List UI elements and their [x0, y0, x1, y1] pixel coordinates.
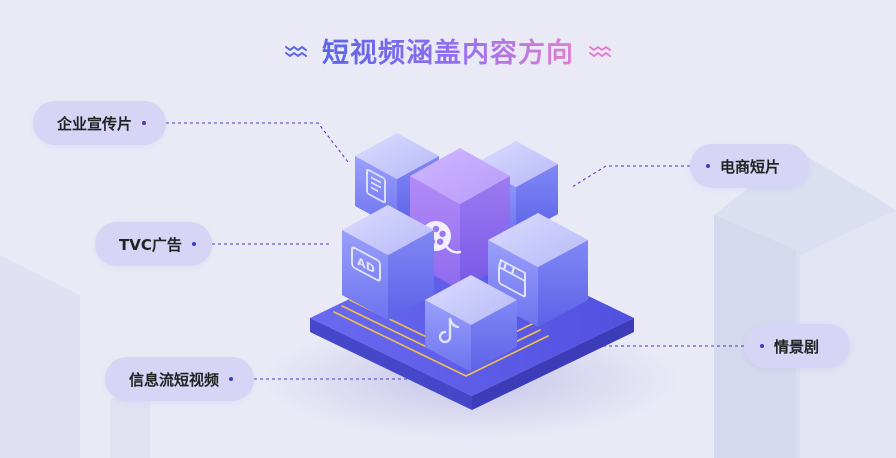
label-enterprise-video: 企业宣传片	[33, 101, 166, 145]
wave-right-icon	[589, 46, 611, 57]
label-enterprise-video-text: 企业宣传片	[57, 114, 133, 133]
bullet-dot	[229, 377, 234, 381]
label-drama: 情景剧	[744, 324, 850, 368]
label-infoflow-video: 信息流短视频	[105, 357, 254, 401]
bullet-dot	[706, 164, 710, 168]
bullet-dot	[760, 344, 764, 348]
document-icon	[366, 168, 386, 204]
clapperboard-icon	[498, 258, 526, 298]
page-title: 短视频涵盖内容方向	[322, 31, 574, 70]
label-tvc-ad: TVC广告	[95, 222, 212, 266]
wave-left-icon	[285, 46, 307, 57]
label-tvc-ad-text: TVC广告	[119, 235, 182, 254]
label-infoflow-video-text: 信息流短视频	[129, 370, 220, 389]
bullet-dot	[142, 121, 147, 125]
music-note-icon	[438, 317, 460, 344]
connector-ecommerce	[571, 165, 690, 188]
label-drama-text: 情景剧	[774, 337, 820, 356]
label-ecommerce-video: 电商短片	[690, 144, 809, 188]
label-ecommerce-video-text: 电商短片	[720, 157, 781, 176]
title-bar: 短视频涵盖内容方向	[0, 30, 896, 70]
bullet-dot	[191, 242, 196, 246]
cube-music	[425, 275, 517, 372]
connector-enterprise	[166, 122, 349, 163]
cube-ad: AD	[342, 205, 434, 320]
